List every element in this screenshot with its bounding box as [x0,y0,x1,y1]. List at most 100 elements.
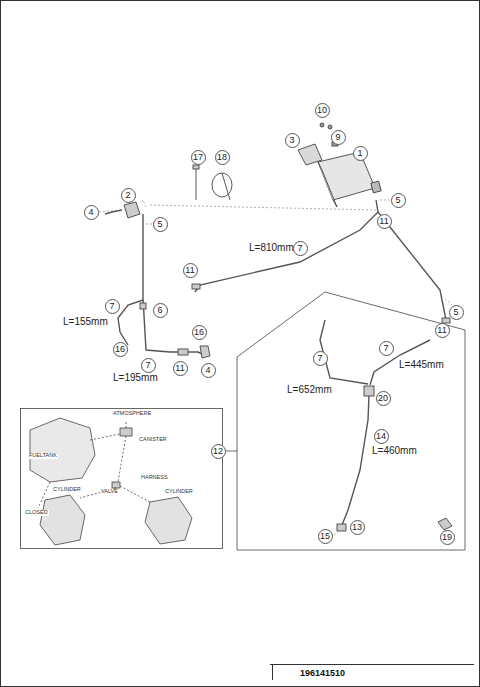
system-inset [126,420,127,428]
hoses [105,210,122,214]
dimension-label: L=155mm [62,317,109,327]
callout-number: 11 [435,323,450,338]
system-inset [30,418,95,482]
callout-number: 11 [183,263,198,278]
callout-number: 7 [379,341,394,356]
system-inset [21,409,223,549]
callout-number: 13 [350,520,365,535]
system-inset [40,495,85,545]
canister [298,144,322,165]
hoses [195,200,378,292]
page-frame [270,664,474,665]
canister [328,125,332,129]
dimension-label: L=652mm [286,385,333,395]
canister [318,152,375,200]
valve-and-fittings [124,202,452,531]
clip-and-tie [193,165,232,200]
callout-number: 18 [215,150,230,165]
leader-lines [99,200,452,543]
callout-number: 16 [113,342,128,357]
hoses [118,300,143,345]
valve-and-fittings [337,524,346,531]
canister [320,123,324,127]
inset-label: CYLINDER [164,489,194,495]
inset-label: CANISTER [138,437,168,443]
hoses [320,320,368,384]
valve-and-fittings [364,386,374,396]
inset-label: ATMOSPHERE [112,411,152,417]
callout-number: 2 [121,188,136,203]
inset-label: CYLINDER [52,487,82,493]
kit-region-outline [226,292,465,550]
system-inset [21,409,223,549]
leader-lines [99,210,120,212]
callout-number: 10 [315,103,330,118]
valve-and-fittings [124,202,140,218]
clip-and-tie [193,165,199,169]
callout-number: 1 [353,146,368,161]
inset-label: FUELTANK [28,453,58,459]
valve-and-fittings [178,349,188,355]
system-inset [112,482,120,488]
callout-number: 4 [201,363,216,378]
callout-number: 9 [331,130,346,145]
callout-number: 7 [105,299,120,314]
callout-number: 20 [376,391,391,406]
valve-and-fittings [140,303,146,309]
dimension-label: L=460mm [371,446,418,456]
inset-label: HARNESS [140,475,169,481]
callout-number: 7 [313,351,328,366]
callout-number: 12 [211,444,226,459]
canister [318,162,337,207]
callout-number: 15 [318,529,333,544]
dimension-label: L=195mm [112,373,159,383]
callout-number: 4 [84,205,99,220]
callout-number: 17 [191,150,206,165]
callout-number: 14 [374,429,389,444]
dimension-label: L=445mm [398,360,445,370]
hoses [143,214,170,352]
callout-number: 5 [449,305,464,320]
clip-and-tie [212,173,232,197]
inset-label: VALVE [100,489,119,495]
system-inset [90,434,120,440]
callout-number: 16 [192,325,207,340]
leader-lines [140,200,143,203]
kit-region-outline [237,292,465,550]
system-inset [38,482,50,508]
clip-and-tie [222,173,230,200]
leader-lines [150,205,376,210]
callout-number: 7 [293,241,308,256]
system-inset [120,428,132,436]
callout-number: 3 [285,133,300,148]
kit-region-outline [226,451,237,452]
hoses [378,212,446,320]
valve-and-fittings [438,518,452,530]
callout-number: 5 [391,193,406,208]
valve-and-fittings [192,284,200,289]
leader-lines [445,299,452,305]
system-inset [38,420,150,508]
canister [298,123,381,207]
valve-and-fittings [200,346,210,358]
system-inset [145,497,192,544]
drawing-number: 196141510 [300,669,345,678]
leader-lines [378,200,390,201]
hoses [105,200,446,525]
callout-number: 11 [173,361,188,376]
canister [371,181,381,193]
leader-lines [143,200,146,207]
callout-number: 7 [141,358,156,373]
callout-number: 6 [153,303,168,318]
system-inset [118,436,126,482]
page-frame [272,664,273,680]
dimension-label: L=810mm [248,243,295,253]
inset-label: CLOSED [24,510,49,516]
hoses [342,395,369,525]
callout-number: 19 [440,530,455,545]
